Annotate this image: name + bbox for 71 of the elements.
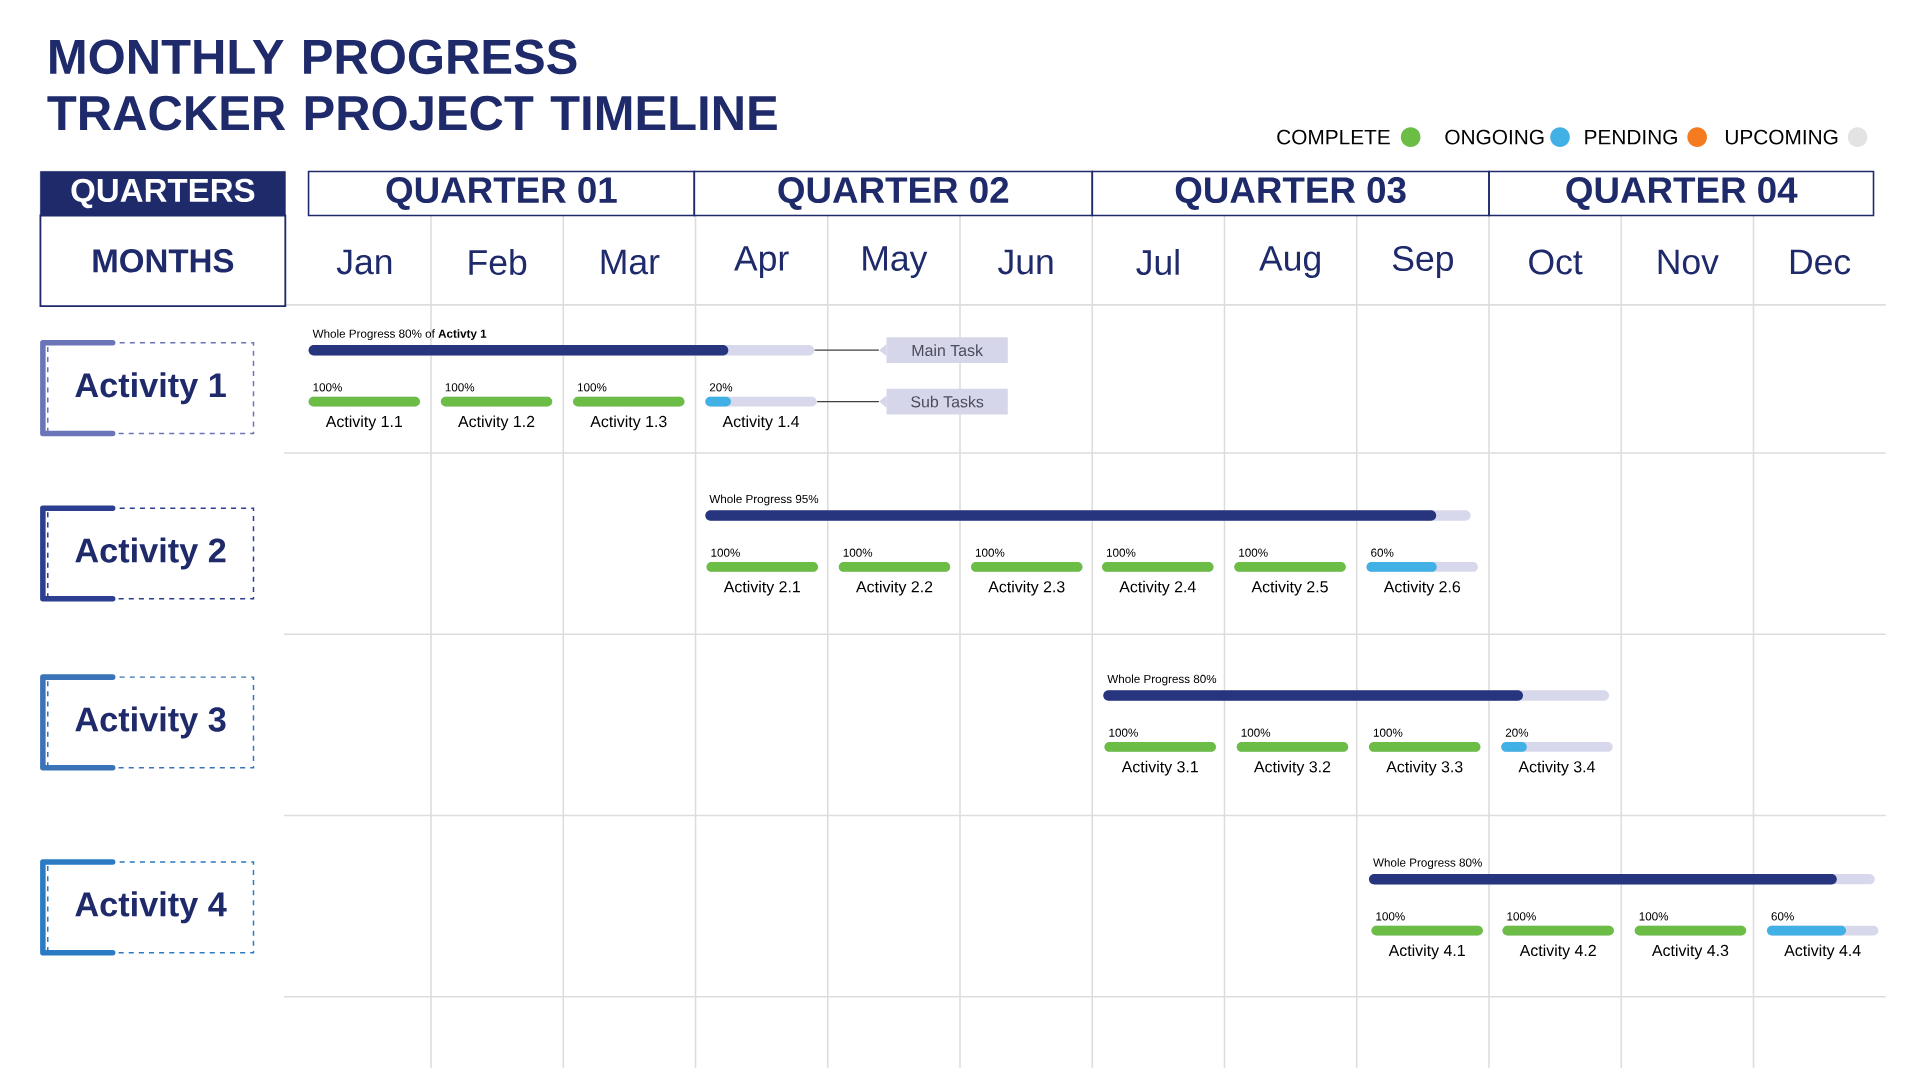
percent-label: 100% — [1507, 912, 1536, 921]
month-label: May — [863, 246, 928, 278]
month-label: Mar — [601, 249, 660, 275]
leader-line — [816, 401, 880, 403]
percent-label: 60% — [1771, 912, 1794, 921]
month-label: Jun — [998, 249, 1053, 275]
task-name: Activity 4.2 — [1519, 944, 1596, 960]
task-name: Activity 3.1 — [1121, 760, 1198, 776]
task-name: Activity 2.2 — [856, 580, 933, 596]
activity-box: Activity 2 — [40, 505, 255, 602]
percent-label: 100% — [1639, 912, 1669, 921]
task-name: Activity 2.5 — [1251, 580, 1328, 596]
task-name: Activity 4.3 — [1651, 944, 1729, 960]
month-label: Aug — [1259, 246, 1320, 278]
task-name: Activity 2.4 — [1119, 580, 1196, 596]
quarter-header-cell: QUARTER 03 — [1091, 170, 1490, 217]
header-cell: MONTHS — [39, 214, 287, 308]
quarter-header-cell: QUARTER 01 — [307, 170, 696, 217]
progress-label: Whole Progress 80% — [1373, 858, 1482, 870]
percent-label: 100% — [313, 383, 342, 392]
task-name: Activity 2.1 — [723, 580, 800, 596]
percent-label: 100% — [1373, 728, 1403, 737]
progress-label: Whole Progress 95% — [709, 494, 819, 506]
month-label: Apr — [734, 246, 789, 278]
task-name: Activity 2.3 — [988, 580, 1065, 596]
percent-label: 100% — [1376, 912, 1405, 921]
legend-label: COMPLETE — [1277, 129, 1390, 145]
percent-label: 100% — [1239, 548, 1268, 557]
progress-label: Whole Progress 80% — [1107, 674, 1217, 686]
percent-label: 100% — [1107, 548, 1136, 557]
activity-box: Activity 1 — [40, 340, 255, 437]
task-name: Activity 4.1 — [1388, 944, 1465, 960]
month-label: Nov — [1658, 249, 1719, 275]
quarter-header-cell: QUARTER 04 — [1488, 170, 1875, 217]
percent-label: 100% — [1241, 728, 1271, 737]
task-name: Activity 3.2 — [1254, 760, 1331, 776]
legend-label: UPCOMING — [1725, 129, 1838, 145]
percent-label: 100% — [1109, 728, 1138, 737]
activity-box: Activity 4 — [40, 859, 255, 956]
task-name: Activity 1.4 — [722, 415, 800, 431]
task-name: Activity 3.3 — [1386, 760, 1463, 776]
percent-label: 20% — [1505, 728, 1529, 737]
task-name: Activity 4.4 — [1784, 944, 1861, 960]
task-name: Activity 1.2 — [458, 415, 535, 431]
percent-label: 60% — [1371, 548, 1394, 557]
task-name: Activity 2.6 — [1383, 580, 1461, 596]
month-label: Jan — [336, 249, 392, 275]
month-label: Jul — [1136, 249, 1179, 276]
percent-label: 20% — [709, 383, 733, 392]
callout-box: Sub Tasks — [879, 388, 1008, 415]
percent-label: 100% — [975, 548, 1005, 557]
month-label: Dec — [1790, 249, 1851, 275]
task-name: Activity 3.4 — [1518, 760, 1595, 776]
progress-label: Whole Progress 80% of Activty 1 — [312, 329, 487, 341]
title: MONTHLY PROGRESS TRACKER PROJECT TIMELINE — [47, 39, 777, 131]
month-label: Sep — [1392, 245, 1453, 279]
callout-box: Main Task — [879, 337, 1008, 364]
percent-label: 100% — [445, 383, 475, 392]
leader-line — [814, 349, 880, 351]
month-label: Oct — [1529, 249, 1583, 275]
month-label: Feb — [469, 249, 527, 276]
task-name: Activity 1.1 — [325, 415, 402, 431]
task-name: Activity 1.3 — [590, 415, 667, 431]
percent-label: 100% — [843, 548, 873, 557]
percent-label: 100% — [711, 548, 740, 557]
percent-label: 100% — [577, 383, 607, 392]
legend-label: ONGOING — [1445, 129, 1544, 145]
activity-box: Activity 3 — [40, 674, 255, 771]
header-cell: QUARTERS — [40, 171, 286, 216]
quarter-header-cell: QUARTER 02 — [693, 170, 1094, 217]
legend-label: PENDING — [1585, 129, 1677, 145]
